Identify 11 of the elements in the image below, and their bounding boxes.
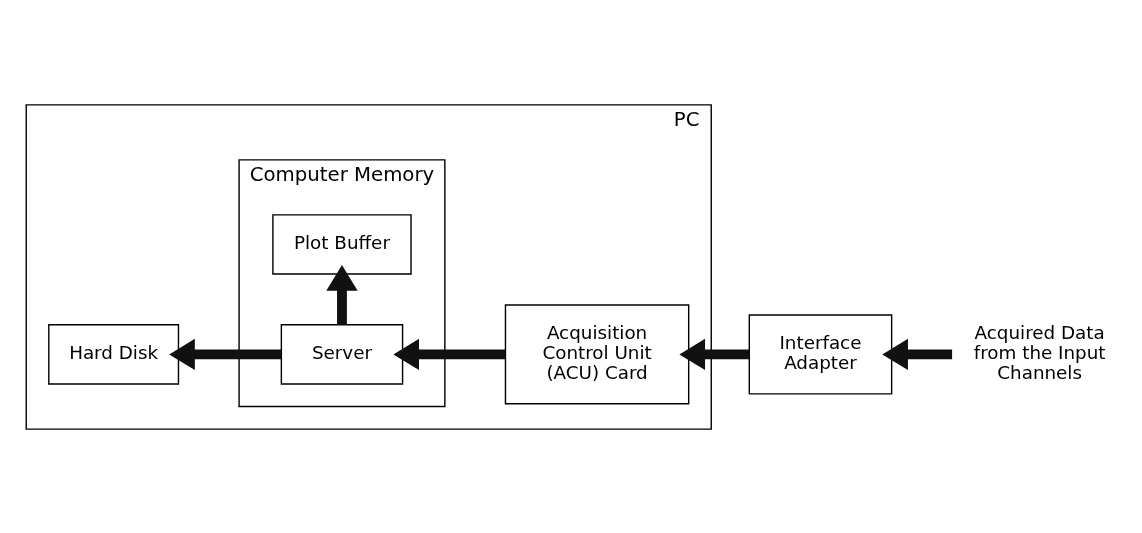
arrow bbox=[169, 338, 282, 370]
node-text: Acquired Data from the Input Channels bbox=[973, 321, 1106, 383]
node-box: Hard Disk bbox=[48, 323, 180, 385]
node-box: Plot Buffer bbox=[272, 213, 412, 275]
arrow bbox=[679, 338, 750, 370]
arrow bbox=[393, 338, 506, 370]
node-box: Acquisition Control Unit (ACU) Card bbox=[504, 303, 690, 404]
node-box: Interface Adapter bbox=[748, 313, 893, 395]
arrow bbox=[326, 264, 358, 325]
node-box: Server bbox=[280, 323, 404, 385]
arrow bbox=[882, 338, 953, 370]
